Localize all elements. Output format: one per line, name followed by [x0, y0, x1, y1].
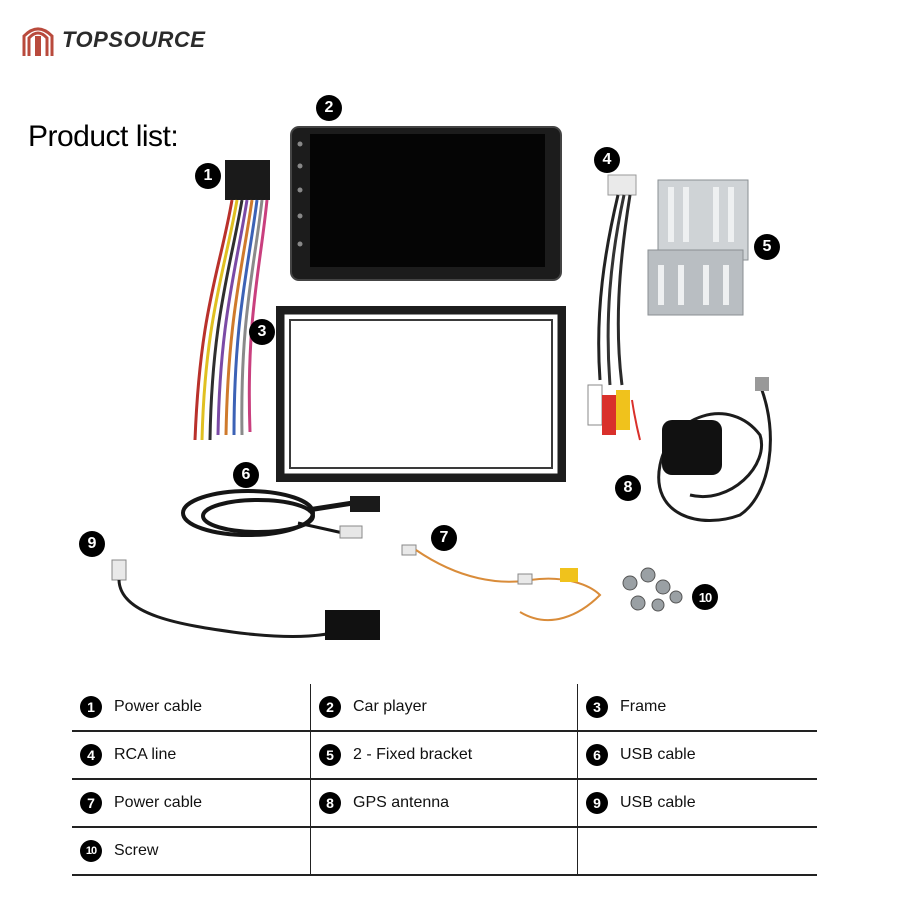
page-title: Product list: — [28, 120, 179, 153]
table-cell: 6 USB cable — [577, 731, 817, 780]
table-cell: 5 2 - Fixed bracket — [310, 731, 578, 780]
brand-name: TOPSOURCE — [62, 27, 206, 52]
table-cell: 7 Power cable — [72, 779, 311, 828]
callout-6: 6 — [233, 462, 259, 488]
callout-4: 4 — [594, 147, 620, 173]
item-number-badge: 10 — [80, 840, 102, 862]
table-cell: 2 Car player — [310, 684, 578, 732]
table-cell: 10 Screw — [72, 827, 311, 876]
power-cable-harness-image — [193, 160, 270, 441]
table-cell: 1 Power cable — [72, 684, 311, 732]
gps-antenna-image — [657, 377, 772, 523]
item-number-badge: 1 — [80, 696, 102, 718]
item-number-badge: 4 — [80, 744, 102, 766]
item-label: Frame — [620, 698, 667, 715]
item-label: USB cable — [620, 794, 696, 811]
item-label: GPS antenna — [353, 794, 450, 811]
item-number-badge: 8 — [319, 792, 341, 814]
callout-5: 5 — [754, 234, 780, 260]
screws-image — [622, 567, 683, 612]
table-row: 1 Power cable 2 Car player 3 Frame — [72, 684, 817, 732]
callout-7: 7 — [431, 525, 457, 551]
table-cell: 3 Frame — [577, 684, 817, 732]
car-player-image — [290, 126, 562, 281]
table-cell-empty — [310, 827, 578, 876]
item-label: Screw — [114, 842, 159, 859]
brand-logo: TOPSOURCE — [20, 22, 205, 58]
callout-10: 10 — [692, 584, 718, 610]
callout-1: 1 — [195, 163, 221, 189]
usb-cable-coil-image — [181, 489, 380, 539]
table-cell: 4 RCA line — [72, 731, 311, 780]
item-label: 2 - Fixed bracket — [353, 746, 473, 763]
item-number-badge: 3 — [586, 696, 608, 718]
table-row: 4 RCA line 5 2 - Fixed bracket 6 USB cable — [72, 731, 817, 780]
item-label: Power cable — [114, 794, 203, 811]
item-label: USB cable — [620, 746, 696, 763]
callout-9: 9 — [79, 531, 105, 557]
item-number-badge: 9 — [586, 792, 608, 814]
fixed-bracket-image — [647, 179, 749, 316]
table-cell-empty — [577, 827, 817, 876]
item-number-badge: 5 — [319, 744, 341, 766]
small-power-cable-image — [401, 544, 602, 622]
callout-8: 8 — [615, 475, 641, 501]
usb-cable-image — [111, 559, 380, 640]
item-number-badge: 7 — [80, 792, 102, 814]
table-row: 7 Power cable 8 GPS antenna 9 USB cable — [72, 779, 817, 828]
item-number-badge: 2 — [319, 696, 341, 718]
rca-line-image — [587, 174, 641, 441]
item-label: RCA line — [114, 746, 177, 763]
callout-3: 3 — [249, 319, 275, 345]
table-row: 10 Screw — [72, 827, 817, 876]
table-cell: 9 USB cable — [577, 779, 817, 828]
item-number-badge: 6 — [586, 744, 608, 766]
arch-logo-icon — [22, 27, 54, 56]
callout-2: 2 — [316, 95, 342, 121]
item-label: Car player — [353, 698, 427, 715]
item-label: Power cable — [114, 698, 203, 715]
table-cell: 8 GPS antenna — [310, 779, 578, 828]
frame-image — [276, 306, 566, 482]
